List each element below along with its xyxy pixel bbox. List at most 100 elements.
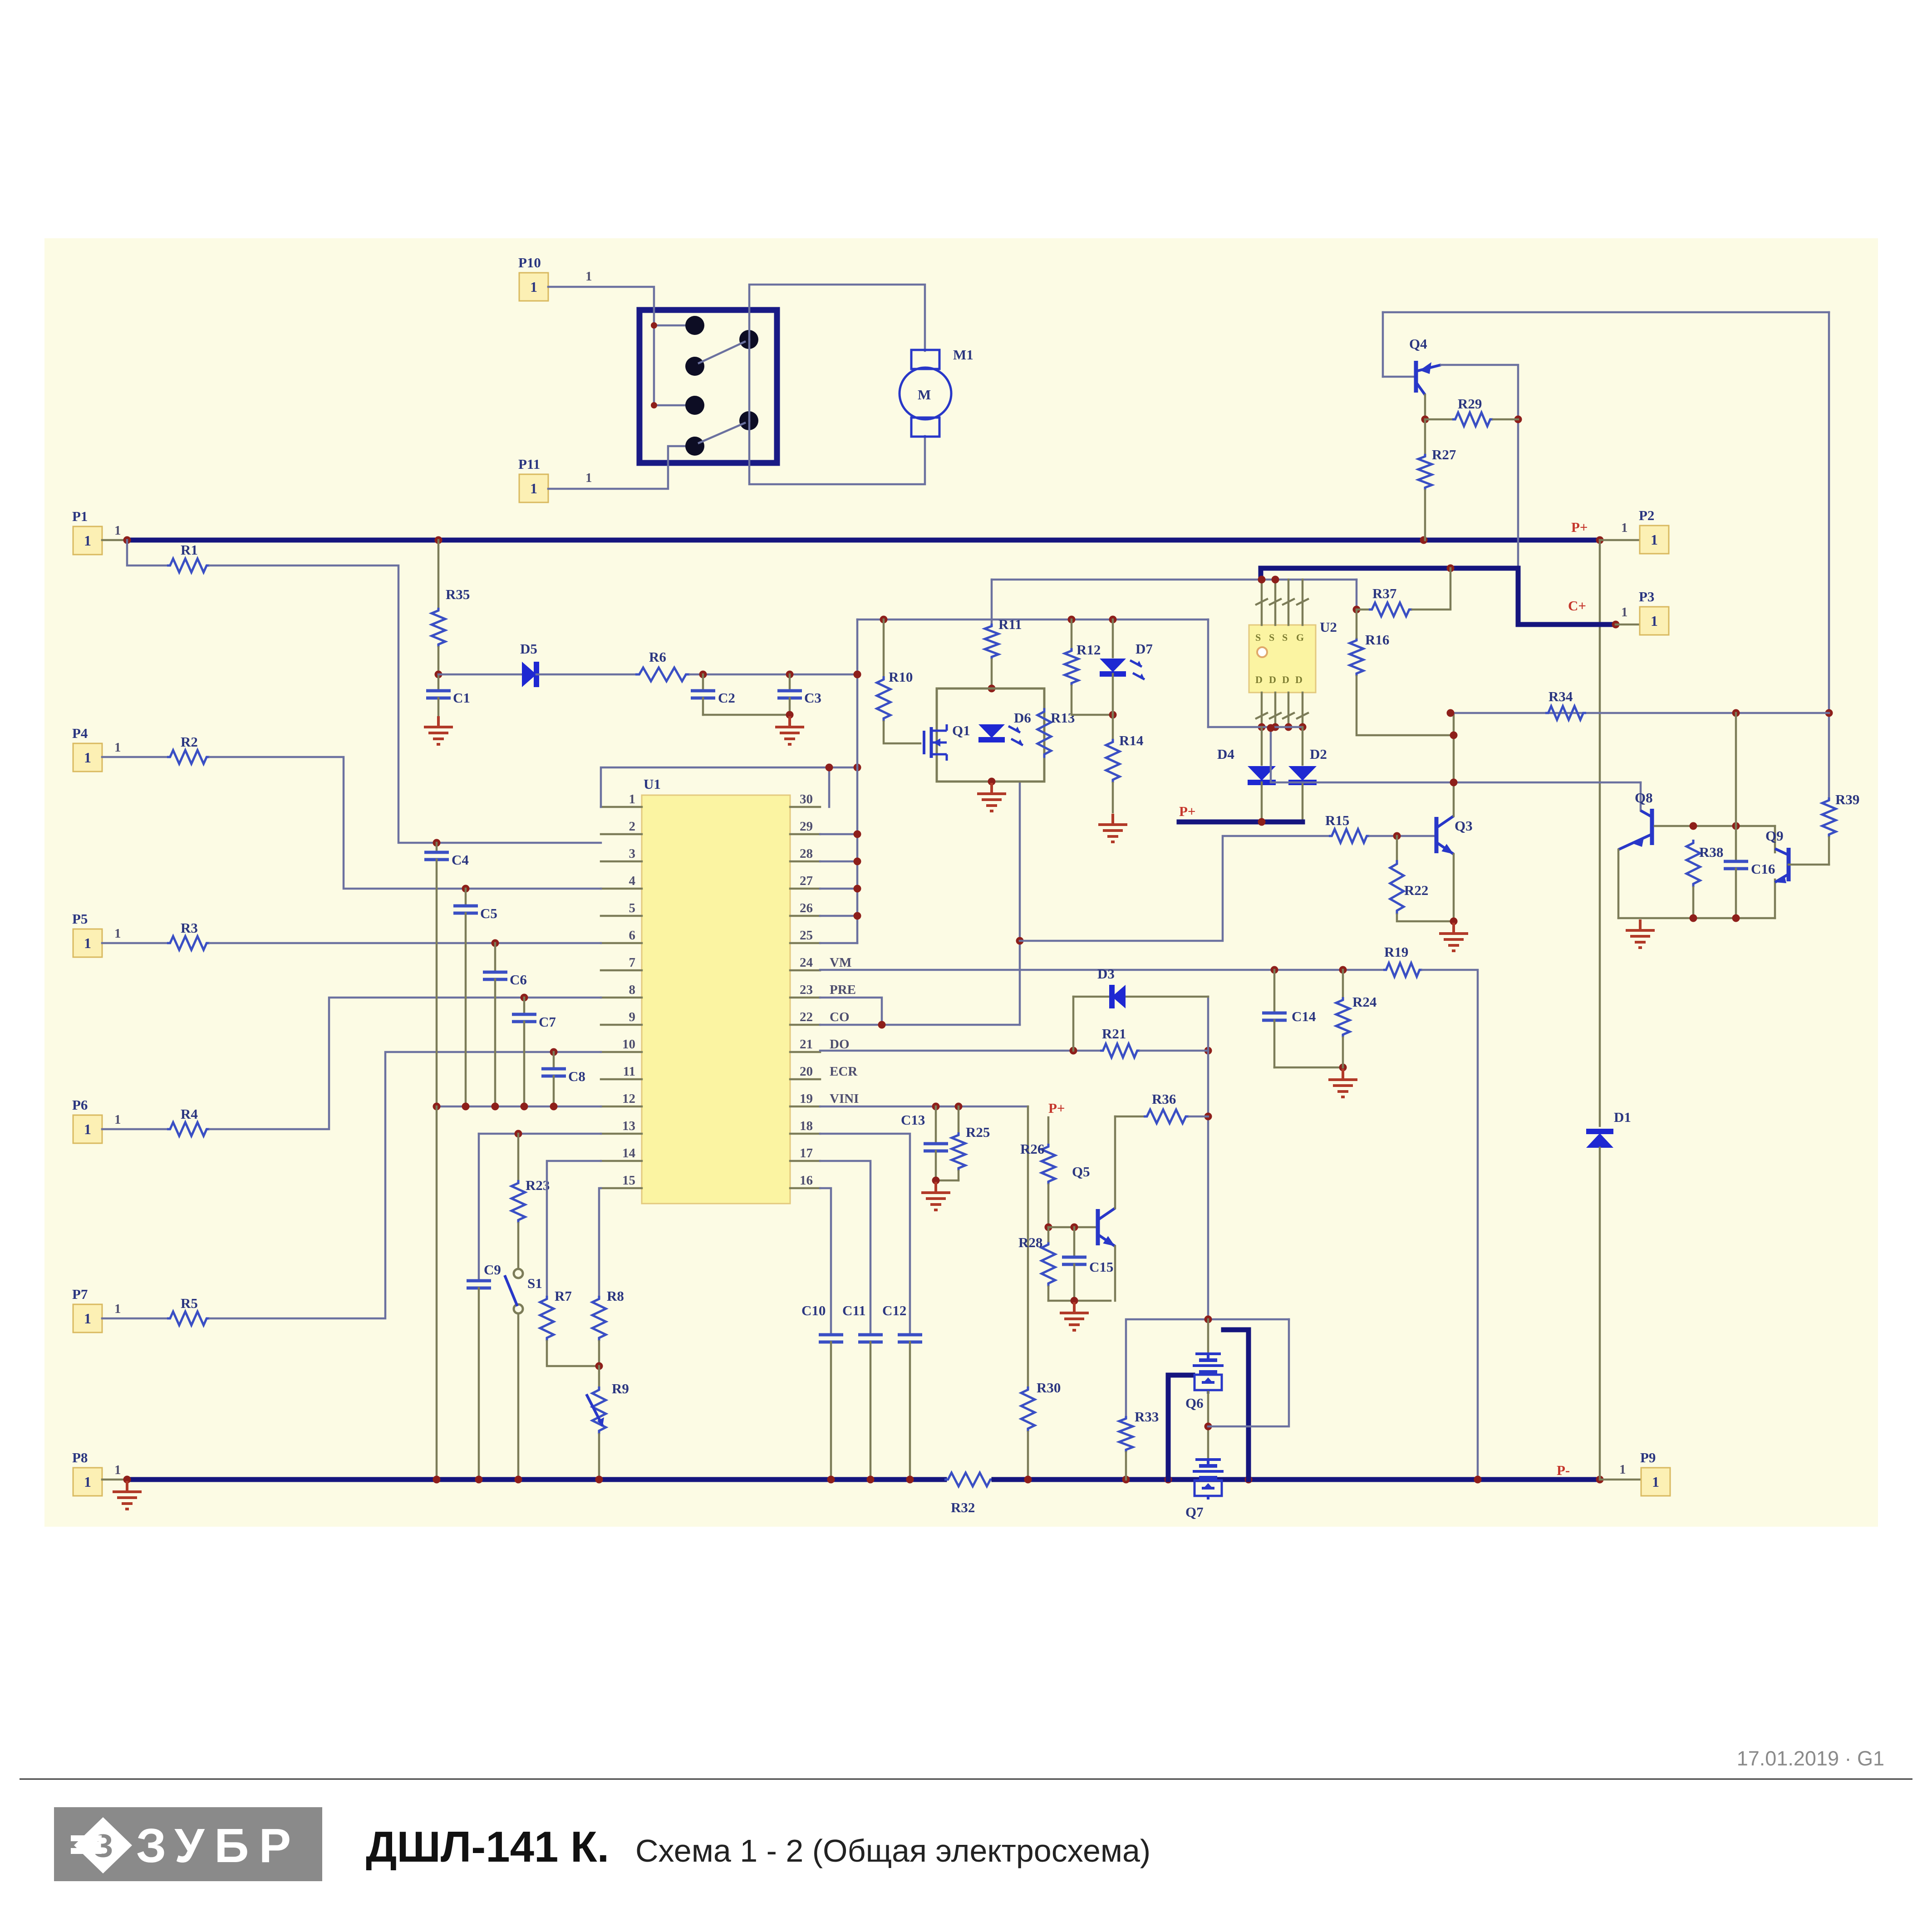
svg-text:P11: P11 <box>518 456 540 472</box>
svg-text:1: 1 <box>84 749 91 766</box>
svg-text:R2: R2 <box>181 734 198 750</box>
svg-text:G: G <box>1296 632 1304 643</box>
svg-text:C1: C1 <box>453 690 470 706</box>
svg-text:R5: R5 <box>181 1295 198 1311</box>
svg-text:C15: C15 <box>1089 1259 1113 1275</box>
svg-text:P9: P9 <box>1640 1450 1656 1465</box>
svg-text:Q4: Q4 <box>1409 336 1427 352</box>
svg-text:1: 1 <box>114 740 121 755</box>
svg-text:11: 11 <box>623 1064 635 1079</box>
svg-text:U1: U1 <box>644 776 661 792</box>
svg-text:R29: R29 <box>1458 396 1482 412</box>
svg-text:Схема 1 - 2 (Общая электросхем: Схема 1 - 2 (Общая электросхема) <box>635 1833 1150 1868</box>
svg-text:P7: P7 <box>72 1286 88 1302</box>
svg-text:C11: C11 <box>842 1303 866 1318</box>
svg-text:1: 1 <box>84 532 91 549</box>
svg-text:M1: M1 <box>953 347 973 363</box>
svg-text:З: З <box>93 1828 113 1864</box>
svg-text:29: 29 <box>800 819 813 834</box>
svg-text:C8: C8 <box>568 1068 585 1084</box>
svg-text:PRE: PRE <box>830 983 856 997</box>
svg-text:R36: R36 <box>1152 1091 1176 1107</box>
svg-text:M: M <box>918 387 931 403</box>
svg-text:ECR: ECR <box>830 1064 858 1079</box>
svg-text:6: 6 <box>629 928 636 943</box>
svg-text:1: 1 <box>530 480 537 497</box>
svg-text:S: S <box>1282 632 1288 643</box>
svg-text:1: 1 <box>114 523 121 538</box>
svg-text:C14: C14 <box>1292 1008 1316 1024</box>
svg-text:P4: P4 <box>72 725 88 741</box>
svg-text:D1: D1 <box>1614 1109 1631 1125</box>
svg-text:VM: VM <box>830 955 851 970</box>
svg-text:1: 1 <box>1619 1462 1626 1477</box>
svg-text:30: 30 <box>800 792 813 806</box>
svg-text:1: 1 <box>84 1310 91 1327</box>
svg-text:R37: R37 <box>1372 585 1396 601</box>
svg-text:9: 9 <box>629 1010 636 1024</box>
svg-text:R12: R12 <box>1077 642 1101 658</box>
svg-text:Q1: Q1 <box>952 723 970 738</box>
svg-text:P10: P10 <box>518 255 541 270</box>
svg-text:22: 22 <box>800 1010 813 1024</box>
svg-text:C4: C4 <box>452 852 469 868</box>
svg-text:D7: D7 <box>1136 641 1153 657</box>
svg-text:D: D <box>1295 674 1303 685</box>
svg-text:R3: R3 <box>181 920 198 936</box>
svg-text:R21: R21 <box>1102 1026 1126 1042</box>
svg-text:27: 27 <box>800 874 813 888</box>
svg-text:P3: P3 <box>1639 589 1654 605</box>
svg-text:R8: R8 <box>607 1288 624 1304</box>
svg-text:1: 1 <box>1651 613 1658 629</box>
svg-text:Q8: Q8 <box>1635 790 1653 806</box>
svg-text:C9: C9 <box>484 1262 501 1278</box>
svg-text:C16: C16 <box>1751 861 1775 877</box>
svg-text:P+: P+ <box>1571 519 1588 535</box>
svg-text:R7: R7 <box>555 1288 572 1304</box>
svg-text:7: 7 <box>629 955 636 970</box>
svg-text:20: 20 <box>800 1064 813 1079</box>
svg-text:C7: C7 <box>539 1014 556 1030</box>
svg-text:1: 1 <box>84 1474 91 1490</box>
svg-text:R26: R26 <box>1020 1141 1044 1157</box>
svg-text:17.01.2019 · G1: 17.01.2019 · G1 <box>1737 1747 1884 1770</box>
svg-text:R11: R11 <box>998 616 1022 632</box>
svg-text:D: D <box>1282 674 1289 685</box>
svg-text:P+: P+ <box>1048 1100 1065 1116</box>
svg-text:U2: U2 <box>1320 619 1337 635</box>
svg-text:C12: C12 <box>882 1303 906 1318</box>
svg-text:18: 18 <box>800 1119 813 1133</box>
svg-text:R33: R33 <box>1135 1409 1159 1425</box>
svg-text:P+: P+ <box>1179 803 1196 819</box>
svg-text:1: 1 <box>1652 1474 1659 1490</box>
svg-text:1: 1 <box>84 935 91 951</box>
svg-text:C10: C10 <box>801 1303 826 1318</box>
svg-text:R10: R10 <box>889 669 913 685</box>
svg-text:R4: R4 <box>181 1106 198 1122</box>
svg-text:21: 21 <box>800 1037 813 1052</box>
svg-text:S1: S1 <box>527 1275 542 1291</box>
svg-text:3: 3 <box>629 846 636 861</box>
svg-text:R27: R27 <box>1432 447 1456 462</box>
svg-text:13: 13 <box>622 1119 635 1133</box>
svg-text:S: S <box>1255 632 1261 643</box>
svg-text:Q6: Q6 <box>1185 1395 1204 1411</box>
svg-text:1: 1 <box>114 1112 121 1127</box>
svg-text:P2: P2 <box>1639 507 1654 523</box>
svg-text:S: S <box>1269 632 1274 643</box>
svg-text:R28: R28 <box>1018 1234 1042 1250</box>
svg-text:17: 17 <box>800 1146 813 1160</box>
svg-text:Q7: Q7 <box>1185 1504 1204 1520</box>
svg-text:D4: D4 <box>1217 746 1234 762</box>
svg-text:10: 10 <box>622 1037 635 1052</box>
svg-text:1: 1 <box>585 471 592 485</box>
svg-text:P5: P5 <box>72 911 88 927</box>
svg-text:Q5: Q5 <box>1072 1164 1090 1180</box>
svg-text:R6: R6 <box>649 649 666 665</box>
svg-text:1: 1 <box>114 926 121 941</box>
svg-text:DO: DO <box>830 1037 850 1052</box>
svg-text:Q9: Q9 <box>1765 828 1784 844</box>
svg-text:P6: P6 <box>72 1097 88 1113</box>
svg-text:R23: R23 <box>526 1177 550 1193</box>
svg-text:R39: R39 <box>1835 791 1859 807</box>
